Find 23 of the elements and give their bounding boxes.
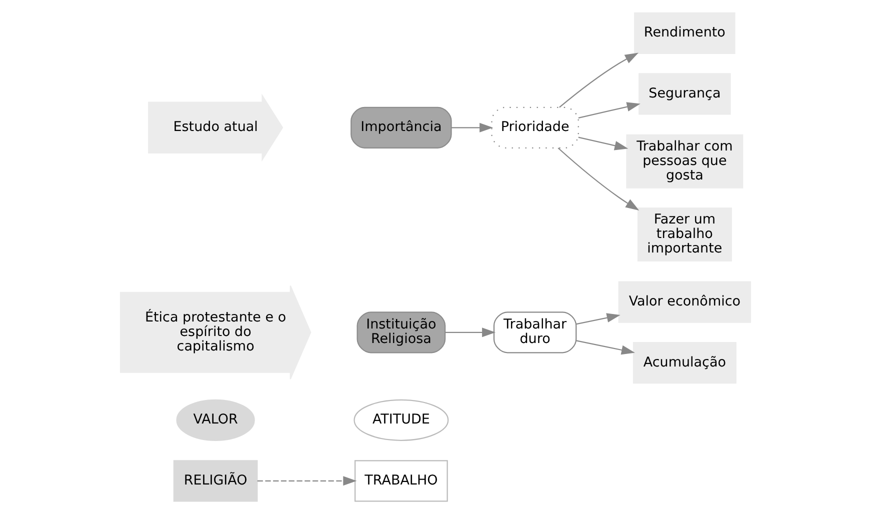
- arrow: [451, 122, 494, 132]
- node-box: Valor econômico: [618, 281, 752, 323]
- node-box: Trabalhar com pessoas que gosta: [626, 134, 744, 188]
- arrow: [257, 476, 357, 486]
- node-ellipse: ATITUDE: [354, 399, 449, 441]
- arrow: [559, 52, 638, 108]
- node-box: Importância: [350, 106, 452, 148]
- node-box: Acumulação: [632, 342, 736, 384]
- node-ellipse: VALOR: [176, 399, 255, 441]
- arrow: [578, 136, 628, 150]
- node-box: Fazer um trabalho importante: [637, 208, 732, 262]
- node-box: RELIGIÃO: [173, 460, 258, 502]
- node-box: Instituição Religiosa: [356, 312, 446, 354]
- arrow: [576, 313, 620, 325]
- arrow: [576, 340, 635, 355]
- node-box: Trabalhar duro: [493, 312, 577, 354]
- arrow: [578, 102, 640, 118]
- arrow: [445, 328, 496, 338]
- node-box: Segurança: [638, 73, 731, 115]
- node-box: Rendimento: [634, 12, 736, 54]
- node-box: TRABALHO: [354, 460, 448, 502]
- node-box: Prioridade: [491, 106, 579, 148]
- arrow: [558, 148, 640, 210]
